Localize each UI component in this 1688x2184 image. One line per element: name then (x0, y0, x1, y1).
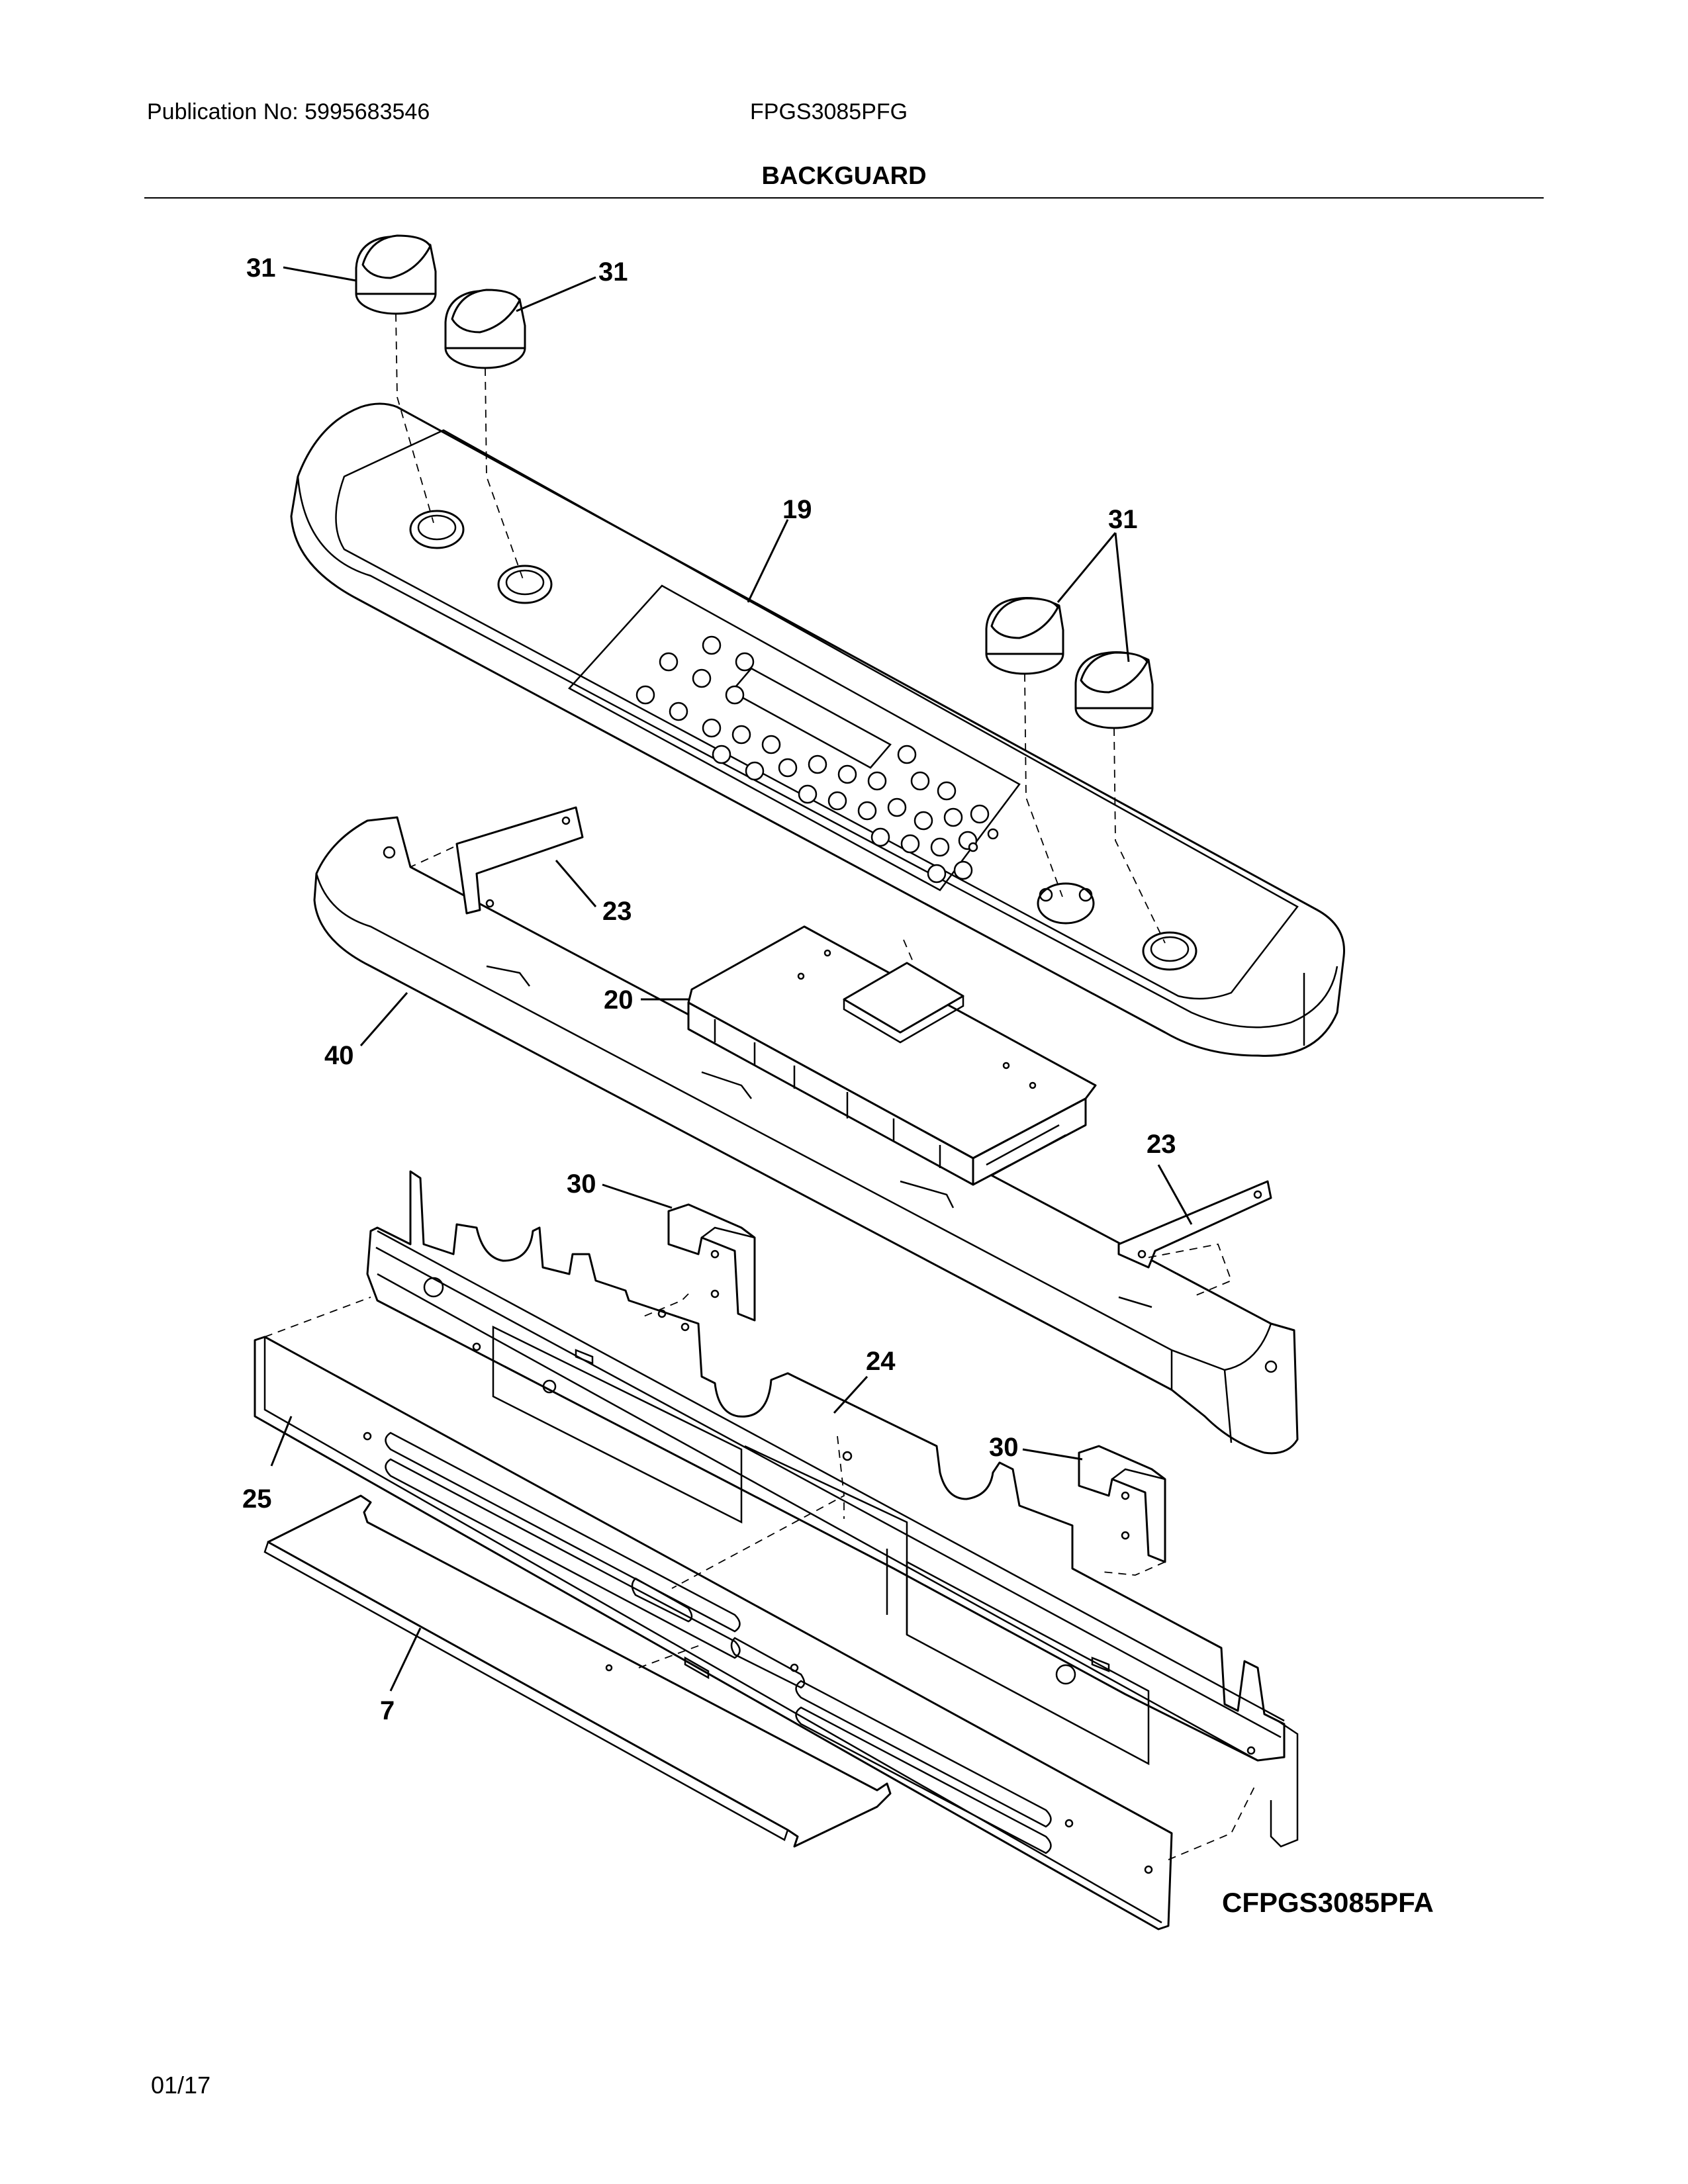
callout-19: 19 (782, 495, 812, 524)
bracket-part-30-a (667, 1203, 756, 1322)
callout-30-a: 30 (567, 1169, 596, 1199)
publication-number: Publication No: 5995683546 (147, 99, 430, 124)
footer-date: 01/17 (151, 2071, 211, 2099)
control-board-part-20 (687, 925, 1097, 1186)
callout-31-c: 31 (1108, 505, 1138, 534)
callout-7: 7 (380, 1696, 395, 1725)
bracket-part-23-a (455, 806, 584, 915)
bracket-part-23-b (1117, 1180, 1272, 1269)
backguard-frame-part-40 (313, 816, 1299, 1455)
callout-24: 24 (866, 1347, 896, 1376)
alignment-lines (264, 313, 1255, 1860)
mounting-bracket-part-24 (366, 1170, 1299, 1848)
knob-part-31-a (355, 234, 437, 315)
leader-lines (270, 266, 1193, 1692)
keypad-buttons (635, 635, 999, 884)
knob-part-31-b (444, 289, 526, 369)
header-divider (144, 197, 1544, 199)
callout-25: 25 (242, 1484, 272, 1514)
callout-23-b: 23 (1147, 1130, 1176, 1159)
deflector-part-7 (263, 1494, 892, 1848)
callout-31-b: 31 (598, 257, 628, 287)
bracket-part-30-b (1078, 1445, 1166, 1563)
callout-23-a: 23 (602, 897, 632, 926)
model-number: FPGS3085PFG (750, 99, 908, 124)
knob-part-31-d (1074, 651, 1154, 729)
callout-20: 20 (604, 985, 633, 1015)
section-title: BACKGUARD (761, 162, 927, 190)
callout-31-a: 31 (246, 253, 276, 283)
callout-40: 40 (324, 1041, 354, 1070)
callout-30-b: 30 (989, 1433, 1019, 1462)
diagram-code: CFPGS3085PFA (1222, 1887, 1434, 1918)
knob-part-31-c (985, 596, 1064, 675)
control-panel-part-19 (290, 402, 1345, 1057)
